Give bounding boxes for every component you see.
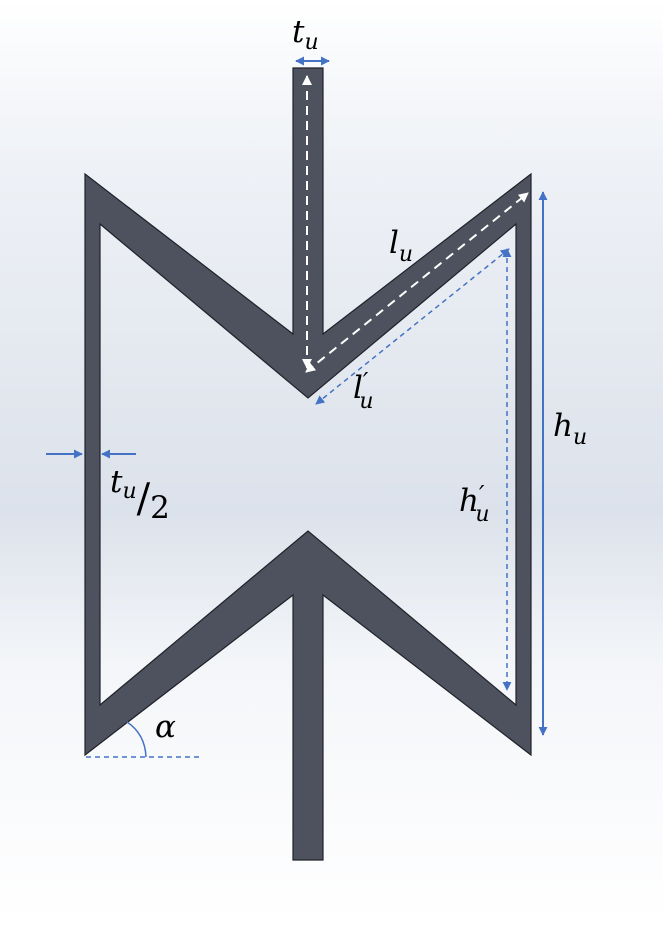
lu-prime-mark: ′ [363,368,369,396]
hu-prime-mark: ′ [479,481,485,509]
tu-half-base: t [110,464,123,500]
label-lu-prime: l′u [353,368,374,414]
hu-prime-base: h [459,483,479,519]
hu-prime-sub: u [475,502,489,527]
hu-base: h [553,408,573,444]
label-tu-half: tu/2 [110,464,170,526]
lu-prime-sub: u [359,389,373,414]
tu-top-base: t [292,14,305,50]
alpha-arc [126,721,147,758]
tu-half-den: 2 [150,490,170,526]
label-hu-prime: h′u [459,481,490,527]
label-lu: lu [389,225,413,267]
tu-half-slash: / [137,476,151,522]
lu-base: l [389,225,399,261]
tu-top-sub: u [304,30,318,55]
label-hu: hu [553,408,587,450]
lu-sub: u [399,242,413,267]
lu-prime-base: l [353,370,363,406]
tu-half-sub: u [122,479,136,504]
label-tu-top: tu [292,14,319,55]
label-alpha: α [155,709,176,745]
hu-sub: u [573,425,587,450]
